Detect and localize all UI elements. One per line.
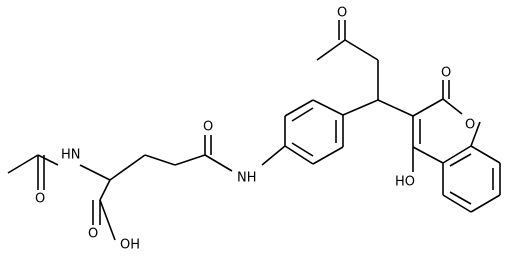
atom-label-o-ketone: O: [337, 6, 347, 21]
alpha-carbon-bonds: [79, 154, 146, 201]
atom-label-o-acetyl: O: [35, 192, 45, 207]
atom-label-o-amide: O: [203, 120, 213, 135]
benzene-ring: [261, 99, 344, 166]
atom-label-oh-hydroxy: HO: [395, 175, 415, 190]
amide-carbonyl: [204, 135, 233, 172]
carboxylic-acid: [92, 199, 116, 241]
fused-benzene-ring: [442, 145, 501, 213]
pyranone-ring: [377, 98, 481, 164]
atom-label-oh-acid: OH: [120, 238, 140, 253]
side-chain: [144, 154, 206, 166]
atom-label-o-ring: O: [465, 118, 475, 133]
ketone-side-chain: [316, 20, 379, 116]
acetyl-group: [7, 154, 59, 190]
atom-label-o-lactone: O: [441, 66, 451, 81]
atom-label-nh-amide: NH: [237, 171, 257, 186]
atom-label-nh-acetyl: HN: [61, 148, 81, 163]
lactone-carbonyl: [442, 80, 450, 99]
atom-label-o-acid: O: [88, 227, 98, 242]
